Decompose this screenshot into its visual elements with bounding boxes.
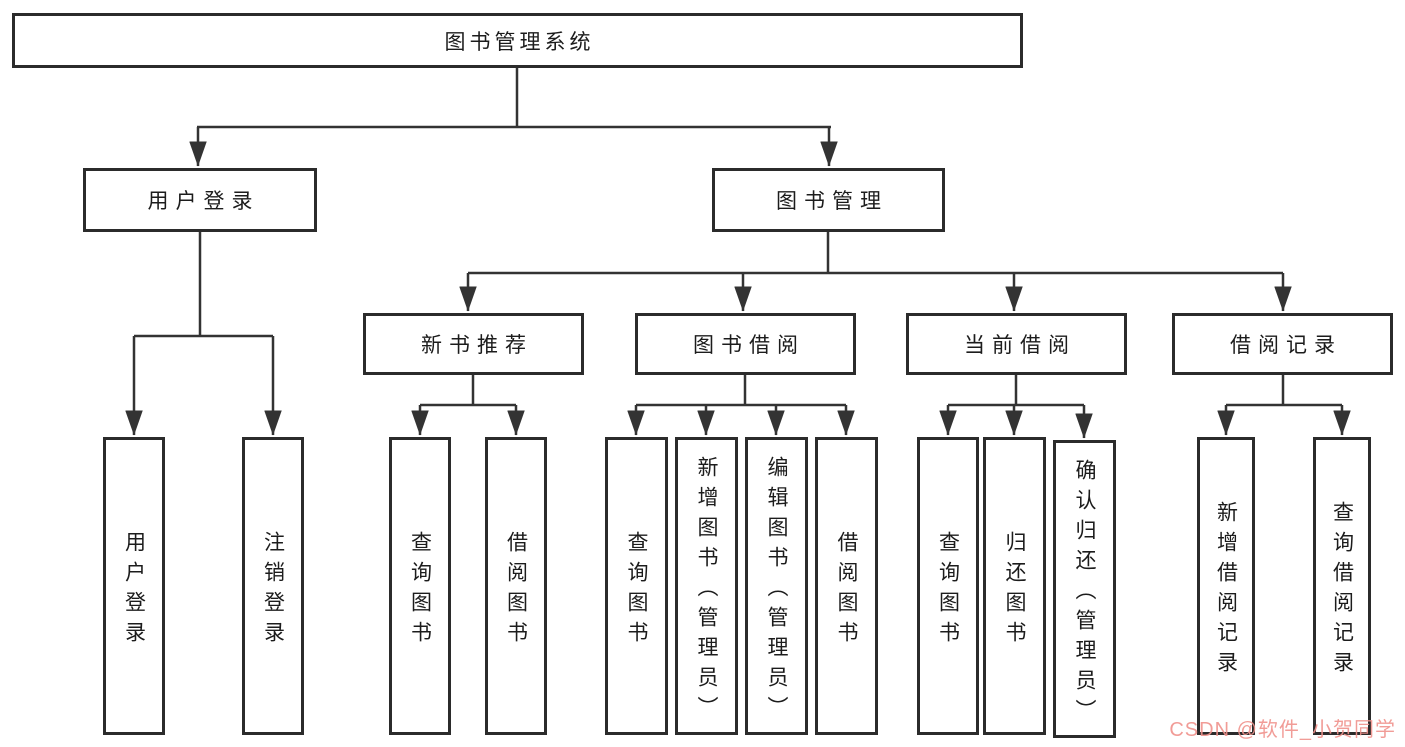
node-library-system-label: 图书管理系统 <box>444 30 595 54</box>
node-user-login: 用户登录 <box>83 168 317 232</box>
node-query-books-recommend-label: 查询图书 <box>408 530 432 651</box>
node-query-books-recommend: 查询图书 <box>389 437 451 735</box>
node-query-books-current: 查询图书 <box>917 437 979 735</box>
node-add-books-admin: 新增图书（管理员） <box>675 437 738 735</box>
node-query-books-current-label: 查询图书 <box>936 530 960 651</box>
node-current-borrowing-label: 当前借阅 <box>964 334 1076 357</box>
node-confirm-return-admin-label: 确认归还（管理员） <box>1073 458 1097 729</box>
node-return-books-label: 归还图书 <box>1003 530 1027 651</box>
node-borrowing-records: 借阅记录 <box>1172 313 1393 375</box>
node-user-login-label: 用户登录 <box>147 190 260 213</box>
node-user-login-action-label: 用户登录 <box>122 530 146 651</box>
node-edit-books-admin: 编辑图书（管理员） <box>745 437 808 735</box>
node-book-borrowing-label: 图书借阅 <box>693 334 805 357</box>
node-edit-books-admin-label: 编辑图书（管理员） <box>765 455 789 726</box>
node-new-book-recommendation-label: 新书推荐 <box>421 334 533 357</box>
node-borrow-books-action-label: 借阅图书 <box>835 530 859 651</box>
node-borrow-books-recommend-label: 借阅图书 <box>504 530 528 651</box>
node-library-system: 图书管理系统 <box>12 13 1023 68</box>
node-user-login-action: 用户登录 <box>103 437 165 735</box>
node-query-borrow-record: 查询借阅记录 <box>1313 437 1371 735</box>
node-add-books-admin-label: 新增图书（管理员） <box>695 455 719 726</box>
node-add-borrow-record: 新增借阅记录 <box>1197 437 1255 735</box>
node-confirm-return-admin: 确认归还（管理员） <box>1053 440 1116 738</box>
node-borrow-books-action: 借阅图书 <box>815 437 878 735</box>
node-book-management-label: 图书管理 <box>776 190 888 213</box>
node-current-borrowing: 当前借阅 <box>906 313 1127 375</box>
node-book-management: 图书管理 <box>712 168 945 232</box>
node-add-borrow-record-label: 新增借阅记录 <box>1214 500 1238 681</box>
node-logout-action-label: 注销登录 <box>261 530 285 651</box>
node-query-books-borrowing-label: 查询图书 <box>625 530 649 651</box>
node-new-book-recommendation: 新书推荐 <box>363 313 584 375</box>
node-logout-action: 注销登录 <box>242 437 304 735</box>
node-book-borrowing: 图书借阅 <box>635 313 856 375</box>
node-query-books-borrowing: 查询图书 <box>605 437 668 735</box>
node-borrowing-records-label: 借阅记录 <box>1230 334 1342 357</box>
csdn-watermark: CSDN @软件_小贺同学 <box>1169 719 1396 741</box>
node-query-borrow-record-label: 查询借阅记录 <box>1330 500 1354 681</box>
node-return-books: 归还图书 <box>983 437 1046 735</box>
node-borrow-books-recommend: 借阅图书 <box>485 437 547 735</box>
